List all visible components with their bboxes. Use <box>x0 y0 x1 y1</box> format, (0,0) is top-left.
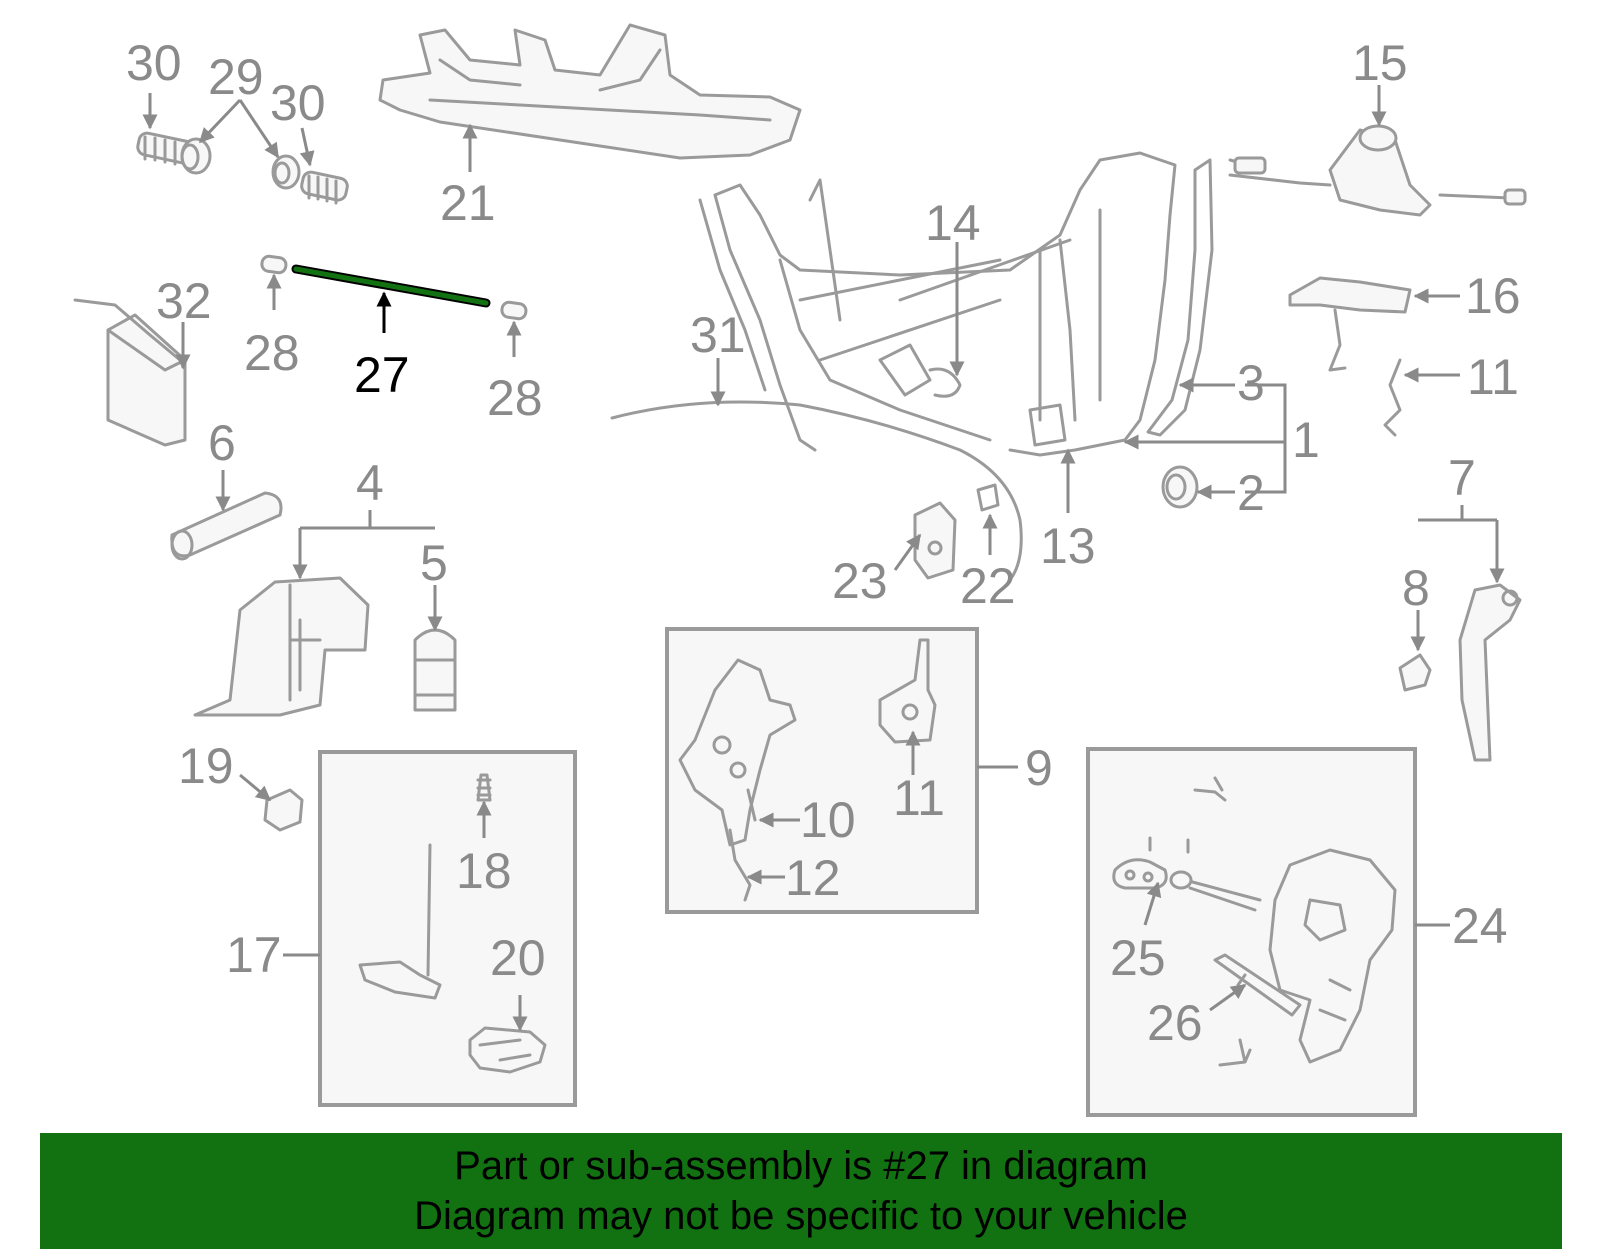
callout-28a: 28 <box>244 325 300 381</box>
part-24-small-bolts <box>1148 836 1190 854</box>
part-28-end-cap-left <box>260 254 288 275</box>
callout-14: 14 <box>925 195 981 251</box>
callout-29: 29 <box>208 49 264 105</box>
part-5-bracket <box>413 628 457 712</box>
callout-18: 18 <box>456 843 512 899</box>
callout-16: 16 <box>1465 268 1521 324</box>
part-11-cable-top <box>1383 358 1402 437</box>
callout-12: 12 <box>785 850 841 906</box>
part-19-clip <box>263 788 304 832</box>
banner-line-1: Part or sub-assembly is #27 in diagram <box>454 1144 1148 1188</box>
banner-line-2: Diagram may not be specific to your vehi… <box>414 1194 1188 1238</box>
callout-19: 19 <box>178 738 234 794</box>
callout-21: 21 <box>440 175 496 231</box>
part-21-tray <box>378 23 802 160</box>
part-23-bracket <box>913 501 957 580</box>
leader-19 <box>239 773 272 802</box>
callout-11-top: 11 <box>1467 349 1519 405</box>
part-16-bracket <box>1288 276 1412 372</box>
bracket-4-5 <box>300 510 435 530</box>
leader-23 <box>893 533 922 571</box>
bracket-7-8 <box>1418 505 1497 522</box>
leader-30b <box>299 127 315 167</box>
callout-13: 13 <box>1040 518 1096 574</box>
leader-25 <box>1143 881 1162 926</box>
callout-9: 9 <box>1025 740 1053 796</box>
callout-6: 6 <box>208 415 236 471</box>
callout-15: 15 <box>1352 35 1408 91</box>
part-8-bushing <box>1398 653 1432 692</box>
part-28-end-cap-right <box>500 300 528 321</box>
part-26-strut <box>1213 953 1302 1017</box>
part-4-trim-panel <box>193 576 370 717</box>
part-3-seal <box>1146 158 1214 437</box>
callout-30b: 30 <box>270 75 326 131</box>
callout-7: 7 <box>1448 450 1476 506</box>
callout-5: 5 <box>420 535 448 591</box>
part-24-small-pin-top <box>1193 776 1227 802</box>
callout-23: 23 <box>832 553 888 609</box>
callout-10: 10 <box>800 792 856 848</box>
part-7-hinge-arm <box>1458 583 1522 762</box>
part-24-small-pin-bottom <box>1218 1038 1252 1067</box>
part-15-actuator <box>1228 124 1527 217</box>
part-2-plug <box>1161 465 1199 509</box>
callout-31: 31 <box>690 307 746 363</box>
callout-28b: 28 <box>487 370 543 426</box>
callout-22: 22 <box>960 558 1016 614</box>
part-27-rod-highlight-fill <box>293 266 489 306</box>
callout-20: 20 <box>490 930 546 986</box>
part-13-latch <box>1028 403 1067 447</box>
info-banner: Part or sub-assembly is #27 in diagram D… <box>40 1133 1562 1249</box>
callout-1: 1 <box>1292 412 1320 468</box>
leader-26 <box>1209 983 1247 1012</box>
part-29-bushing-right <box>271 154 301 190</box>
callout-32: 32 <box>156 273 212 329</box>
parts-diagram: 30 29 30 21 15 14 16 32 28 27 28 31 11 3… <box>73 23 1527 1117</box>
callout-4: 4 <box>356 455 384 511</box>
callout-27-highlighted: 27 <box>354 347 410 403</box>
part-17-lever <box>358 843 442 1000</box>
part-20-latch <box>468 1026 547 1074</box>
part-6-cover <box>170 491 283 561</box>
callout-3: 3 <box>1237 355 1265 411</box>
callout-25: 25 <box>1110 930 1166 986</box>
part-10-latch-assembly <box>678 658 797 902</box>
part-30-spring-left <box>136 131 195 166</box>
part-14-cable <box>878 343 962 398</box>
callout-26: 26 <box>1147 995 1203 1051</box>
callout-17: 17 <box>226 927 282 983</box>
part-18-pin <box>476 773 492 802</box>
callout-24: 24 <box>1452 898 1508 954</box>
callout-8: 8 <box>1402 560 1430 616</box>
callout-2: 2 <box>1237 465 1265 521</box>
part-22-strip <box>976 483 1000 512</box>
leader-29b <box>238 99 280 159</box>
part-29-bushing-left <box>180 137 212 175</box>
part-30-spring-right <box>300 170 349 205</box>
part-11-lock-cylinder <box>878 638 937 744</box>
part-24-hinge-assembly <box>1169 848 1397 1064</box>
callout-11-detail: 11 <box>893 770 945 826</box>
leader-29a <box>198 98 242 144</box>
part-21-tray-detail <box>428 48 772 122</box>
part-25-link <box>1112 858 1168 890</box>
callout-30a: 30 <box>126 35 182 91</box>
bracket-1-3-2 <box>1245 383 1287 494</box>
